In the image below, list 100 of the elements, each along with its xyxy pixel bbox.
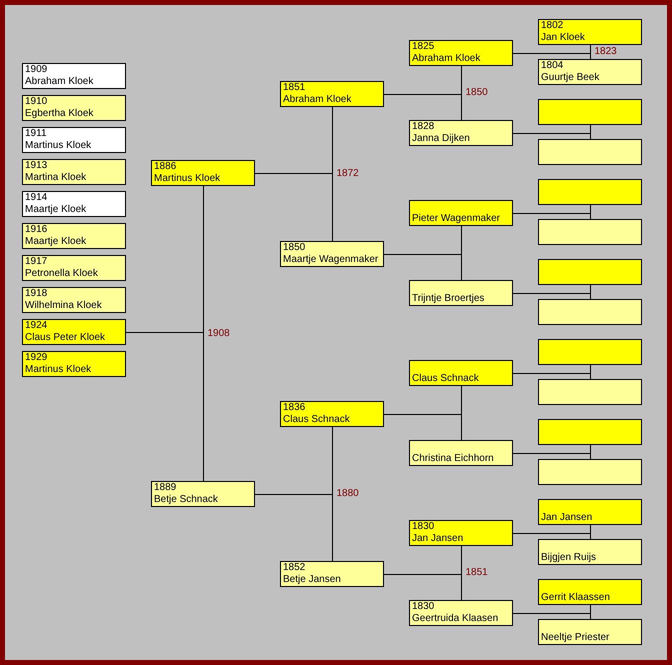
person-name: Martina Kloek <box>25 172 86 184</box>
person-box <box>22 255 126 281</box>
person-box <box>538 59 642 85</box>
connector-line <box>254 494 333 562</box>
person-box <box>22 127 126 153</box>
person-box <box>538 499 642 525</box>
birth-year: 1850 <box>283 242 306 254</box>
person-name: Pieter Wagenmaker <box>412 213 500 225</box>
person-name: Abraham Kloek <box>283 94 352 106</box>
person-name: Trijntje Broertjes <box>412 293 484 305</box>
person-name: Jan Jansen <box>541 512 592 524</box>
person-box <box>538 99 642 125</box>
person-name: Martinus Kloek <box>154 173 220 185</box>
person-box <box>151 481 255 507</box>
person-box <box>409 200 513 226</box>
person-name: Maartje Wagenmaker <box>283 254 378 266</box>
person-box <box>538 459 642 485</box>
person-box <box>280 561 384 587</box>
person-box <box>538 139 642 165</box>
birth-year: 1918 <box>25 288 48 300</box>
birth-year: 1830 <box>412 521 434 533</box>
birth-year: 1916 <box>25 224 48 236</box>
person-box <box>538 619 642 645</box>
person-box <box>22 95 126 121</box>
person-name: Egbertha Kloek <box>25 108 94 120</box>
connector-line <box>384 574 462 600</box>
birth-year: 1886 <box>154 161 176 173</box>
connector-line <box>512 133 591 140</box>
birth-year: 1830 <box>412 601 434 613</box>
birth-year: 1917 <box>25 256 48 268</box>
birth-year: 1851 <box>283 82 306 94</box>
person-box <box>409 440 513 466</box>
birth-year: 1852 <box>283 562 306 574</box>
birth-year: 1836 <box>283 402 306 414</box>
person-name: Abraham Kloek <box>25 76 94 88</box>
person-box <box>538 259 642 285</box>
birth-year: 1929 <box>25 352 48 364</box>
person-name: Gerrit Klaassen <box>541 592 610 604</box>
person-name: Betje Jansen <box>283 574 341 586</box>
person-box <box>538 539 642 565</box>
person-box <box>22 287 126 313</box>
person-name: Wilhelmina Kloek <box>25 300 102 312</box>
birth-year: 1913 <box>25 160 48 172</box>
person-box <box>538 339 642 365</box>
person-box <box>22 351 126 377</box>
connector-line <box>512 213 591 220</box>
person-box <box>22 191 126 217</box>
person-name: Claus Schnack <box>283 414 350 426</box>
person-name: Betje Schnack <box>154 494 218 506</box>
connector-line <box>384 94 462 120</box>
person-name: Petronella Kloek <box>25 268 98 280</box>
person-name: Maartje Kloek <box>25 204 86 216</box>
edge-label: 1908 <box>206 328 231 340</box>
person-name: Maartje Kloek <box>25 236 86 248</box>
person-box <box>22 63 126 89</box>
connector-line <box>512 453 591 460</box>
person-name: Jan Kloek <box>541 32 585 44</box>
person-box <box>22 319 126 345</box>
person-box <box>538 419 642 445</box>
birth-year: 1924 <box>25 320 48 332</box>
connector-line <box>384 254 462 280</box>
person-box <box>409 40 513 66</box>
connector-line <box>512 293 591 300</box>
person-box <box>409 520 513 546</box>
person-box <box>409 120 513 146</box>
birth-year: 1804 <box>541 60 564 72</box>
person-box <box>409 280 513 306</box>
person-box <box>538 299 642 325</box>
person-name: Martinus Kloek <box>25 140 92 152</box>
connector-line <box>254 173 333 242</box>
birth-year: 1828 <box>412 121 434 133</box>
person-name: Claus Peter Kloek <box>25 332 106 344</box>
person-name: Christina Eichhorn <box>412 453 494 465</box>
connector-line <box>512 53 591 60</box>
person-name: Bijgjen Ruijs <box>541 552 596 564</box>
person-box <box>22 159 126 185</box>
person-name: Geertruida Klaasen <box>412 613 498 625</box>
birth-year: 1911 <box>25 128 47 140</box>
person-box <box>538 19 642 45</box>
birth-year: 1889 <box>154 482 176 494</box>
person-box <box>538 579 642 605</box>
birth-year: 1802 <box>541 20 564 32</box>
person-box <box>538 379 642 405</box>
person-box <box>409 600 513 626</box>
person-box <box>409 360 513 386</box>
birth-year: 1914 <box>25 192 48 204</box>
person-name: Guurtje Beek <box>541 72 600 84</box>
person-box <box>538 179 642 205</box>
person-name: Jan Jansen <box>412 533 464 545</box>
connector-line <box>384 414 462 440</box>
connector-line <box>512 373 591 380</box>
birth-year: 1825 <box>412 41 434 53</box>
person-name: Janna Dijken <box>412 133 470 145</box>
person-box <box>280 81 384 107</box>
connector-line <box>512 613 591 620</box>
person-name: Martinus Kloek <box>25 364 92 376</box>
person-box <box>280 241 384 267</box>
person-box <box>22 223 126 249</box>
person-name: Claus Schnack <box>412 373 479 385</box>
connector-line <box>512 533 591 540</box>
